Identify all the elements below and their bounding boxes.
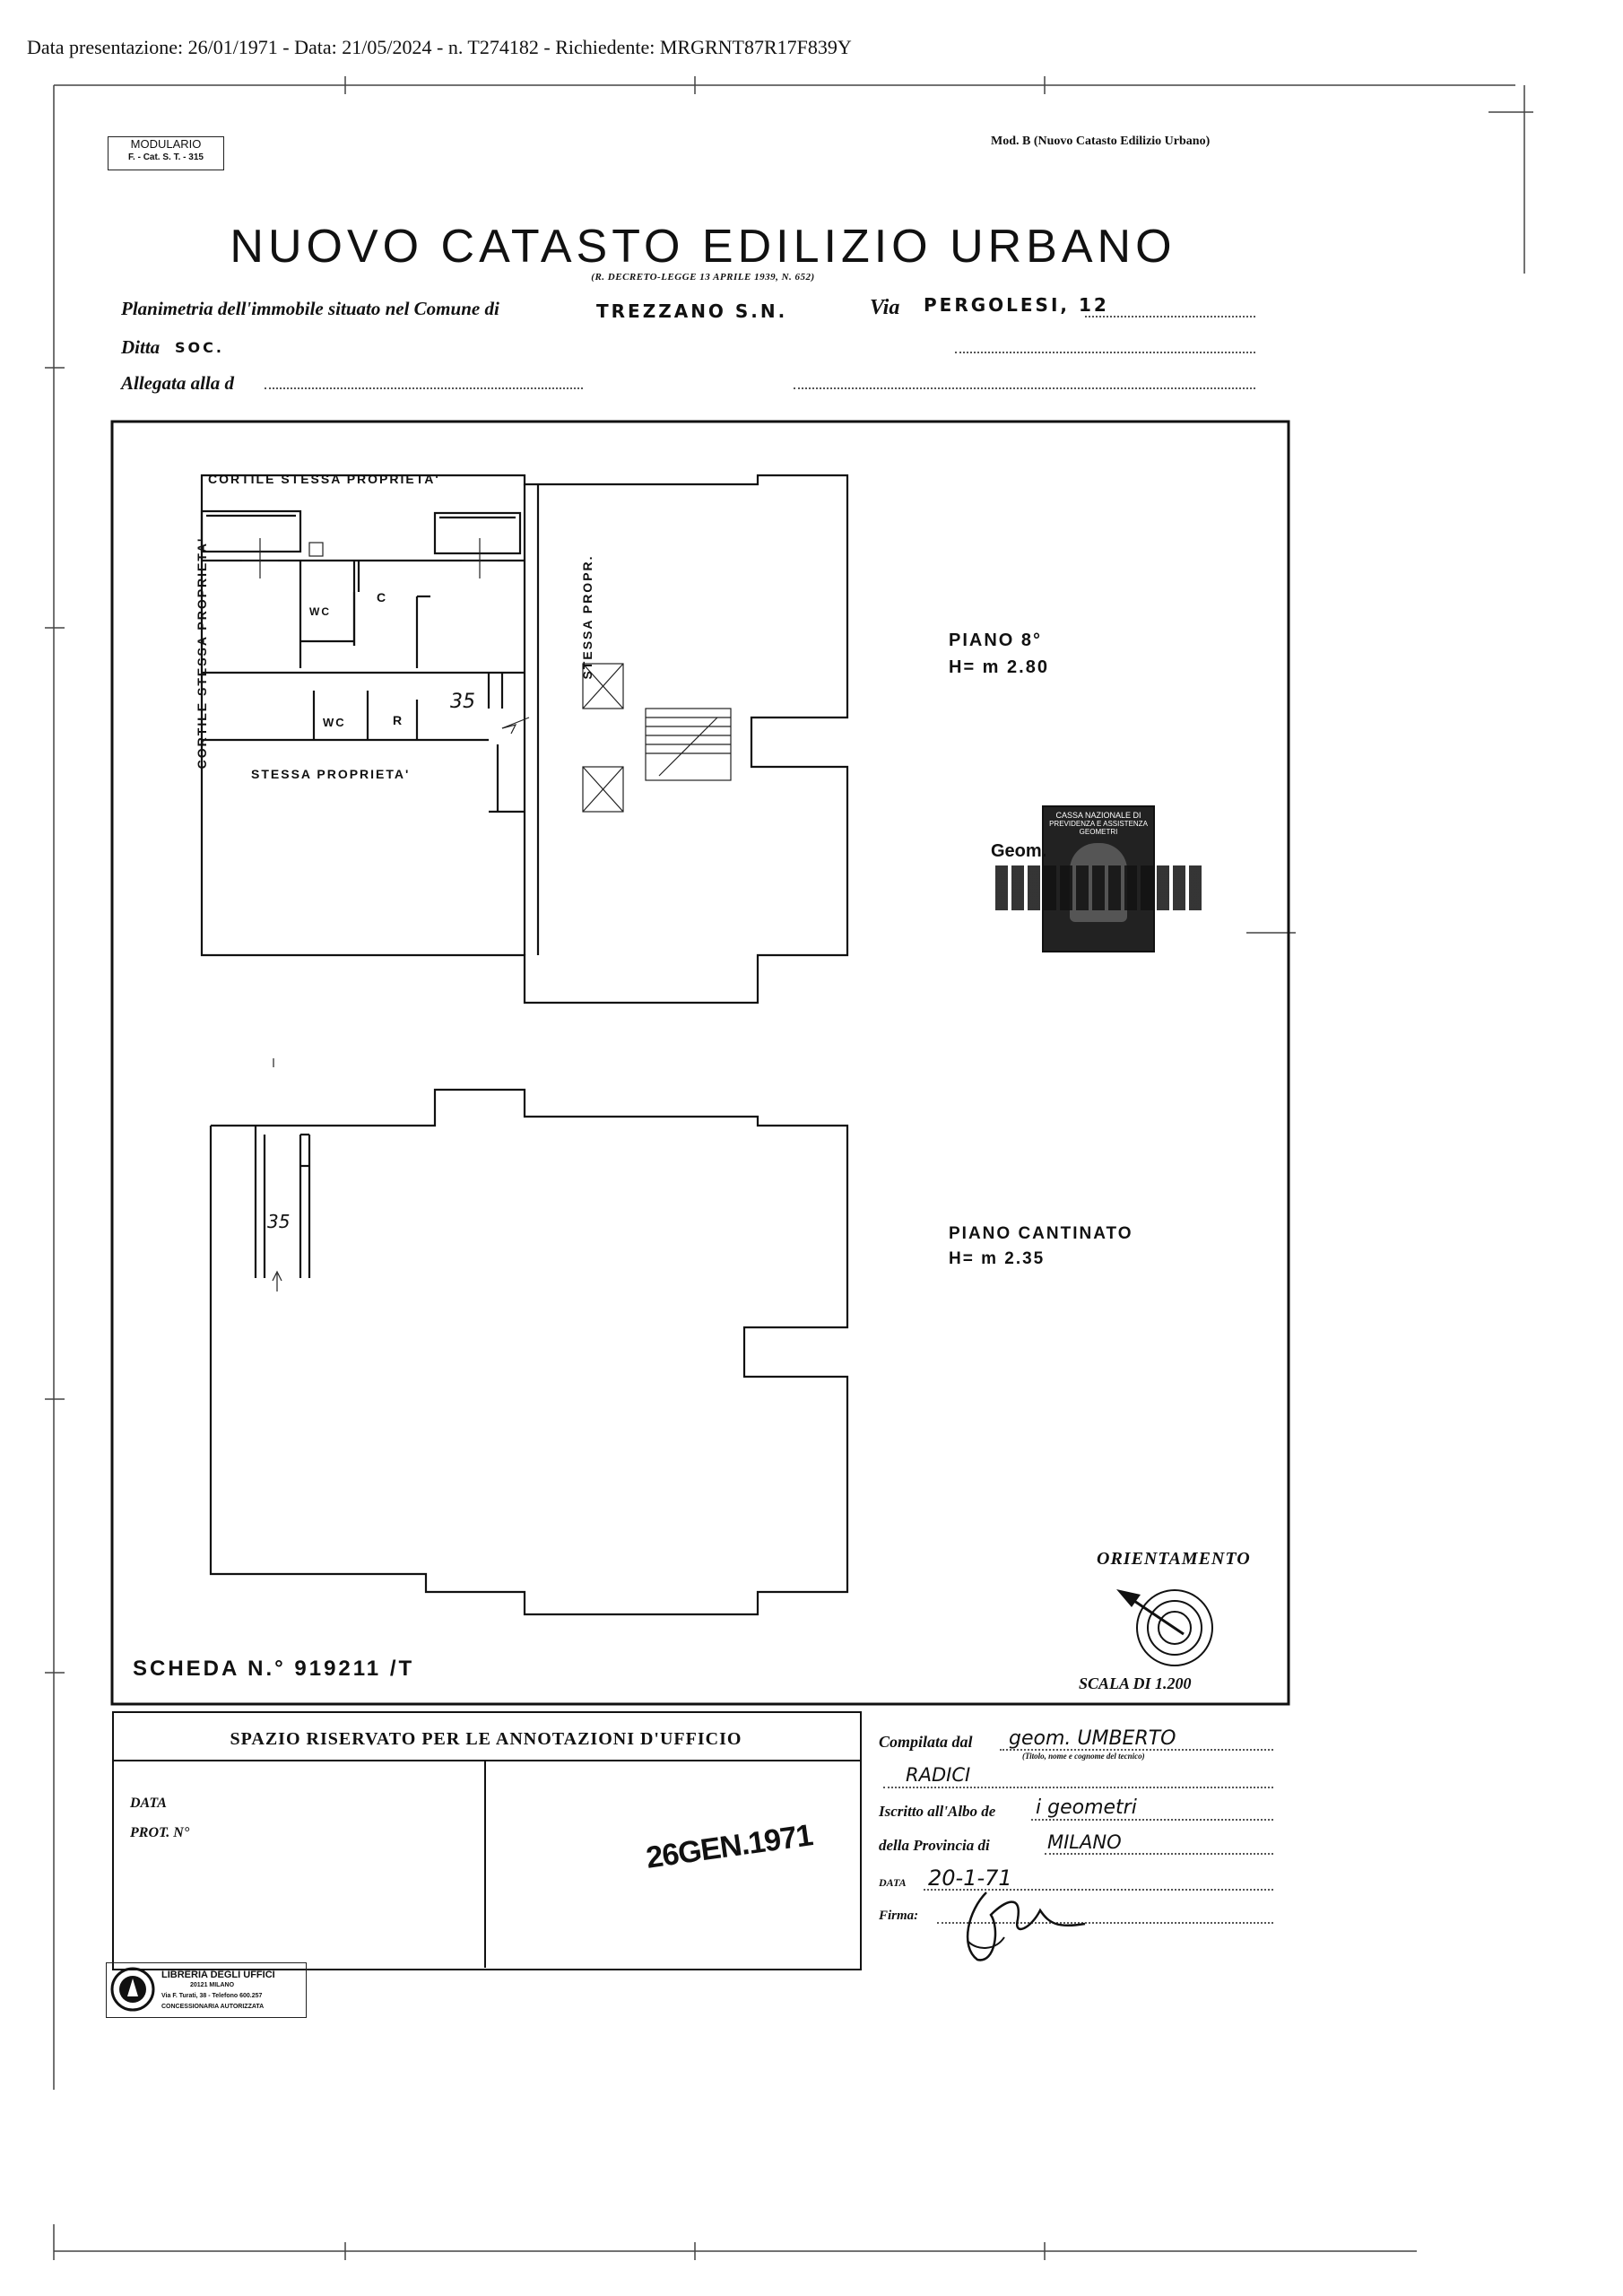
room-r: R — [393, 713, 404, 727]
allegata-label: Allegata alla d — [121, 372, 234, 394]
publisher-box — [106, 1962, 307, 2018]
stamp-line-2: PREVIDENZA E ASSISTENZA — [1049, 820, 1148, 828]
compilata-note: (Titolo, nome e cognome del tecnico) — [1022, 1752, 1145, 1761]
cellar-number: 35 — [267, 1211, 291, 1232]
via-label: Via — [870, 296, 900, 319]
compiler-data-dots — [924, 1889, 1273, 1891]
compass-arrow — [1116, 1589, 1141, 1607]
stessa-proprieta-label: STESSA PROPRIETA' — [251, 767, 411, 781]
office-title-row — [112, 1711, 860, 1761]
firma-dots — [937, 1922, 1273, 1924]
room-wc-2: WC — [323, 716, 346, 729]
ditta-label: Ditta — [121, 336, 161, 358]
ditta-value: SOC. — [175, 339, 224, 356]
document-subtitle: (R. DECRETO-LEGGE 13 APRILE 1939, N. 652… — [591, 272, 815, 283]
stamp-geom-label: Geom. — [991, 841, 1047, 861]
publisher-logo — [110, 1967, 155, 2012]
iscritto-value: i geometri — [1036, 1796, 1137, 1819]
publisher-line-2: 20121 MILANO — [190, 1982, 235, 1988]
room-wc-1: WC — [309, 605, 331, 618]
stessa-propr-label: STESSA PROPR. — [580, 554, 595, 680]
document-title: NUOVO CATASTO EDILIZIO URBANO — [230, 221, 1176, 273]
iscritto-dots — [1031, 1819, 1273, 1821]
firma-label: Firma: — [879, 1909, 919, 1923]
surname-dots — [883, 1787, 1273, 1788]
surname-value: RADICI — [906, 1764, 971, 1786]
model-label: Mod. B (Nuovo Catasto Edilizio Urbano) — [991, 135, 1211, 148]
modulario-label: MODULARIO — [130, 137, 202, 151]
floor-height: H= m 2.80 — [949, 657, 1049, 677]
basement-label: PIANO CANTINATO — [949, 1224, 1133, 1243]
comune-value: TREZZANO S.N. — [596, 300, 788, 322]
compiler-data-label: DATA — [879, 1876, 907, 1889]
basement-height: H= m 2.35 — [949, 1249, 1046, 1268]
unit-number: 35 — [450, 691, 475, 713]
stamp-text-smudge — [995, 865, 1202, 910]
compilata-value: geom. UMBERTO — [1009, 1727, 1176, 1750]
compilata-dots — [1000, 1749, 1273, 1751]
office-box — [112, 1711, 862, 1970]
compiler-data-value: 20-1-71 — [928, 1866, 1012, 1891]
office-title: SPAZIO RISERVATO PER LE ANNOTAZIONI D'UF… — [230, 1729, 742, 1749]
stamp-line-1: CASSA NAZIONALE DI — [1055, 811, 1141, 820]
office-data-label: DATA — [130, 1796, 167, 1811]
compilata-label: Compilata dal — [879, 1733, 973, 1751]
modulario-box: MODULARIO F. - Cat. S. T. - 315 — [108, 136, 224, 170]
office-divider — [484, 1760, 486, 1968]
provincia-dots — [1045, 1853, 1273, 1855]
provincia-value: MILANO — [1047, 1831, 1122, 1853]
publisher-line-1: LIBRERIA DEGLI UFFICI — [161, 1970, 275, 1980]
room-c: C — [377, 590, 388, 604]
provincia-label: della Provincia di — [879, 1837, 990, 1854]
scale-label: SCALA DI 1.200 — [1079, 1674, 1192, 1692]
stamp-line-3: GEOMETRI — [1079, 828, 1118, 836]
ditta-dots — [955, 352, 1255, 353]
floor-label: PIANO 8° — [949, 631, 1043, 650]
allegata-dots-right — [794, 387, 1255, 389]
signature — [966, 1892, 1086, 1961]
orientation-label: ORIENTAMENTO — [1097, 1549, 1251, 1569]
iscritto-label: Iscritto all'Albo de — [879, 1803, 996, 1820]
planimetria-label: Planimetria dell'immobile situato nel Co… — [121, 298, 499, 319]
publisher-line-4: CONCESSIONARIA AUTORIZZATA — [161, 2004, 265, 2010]
submission-info: Data presentazione: 26/01/1971 - Data: 2… — [27, 36, 852, 58]
courtyard-left-label: CORTILE STESSA PROPRIETA' — [195, 536, 209, 770]
courtyard-top-label: CORTILE STESSA PROPRIETA' — [208, 472, 440, 486]
office-prot-label: PROT. N° — [130, 1825, 190, 1840]
allegata-dots-left — [265, 387, 583, 389]
via-dots — [1085, 316, 1255, 317]
modulario-code: F. - Cat. S. T. - 315 — [128, 152, 204, 162]
publisher-line-3: Via F. Turati, 38 - Telefono 600.257 — [161, 1993, 263, 1999]
via-value: PERGOLESI, 12 — [924, 294, 1109, 316]
scheda-label: SCHEDA N.° 919211 /T — [133, 1657, 415, 1681]
